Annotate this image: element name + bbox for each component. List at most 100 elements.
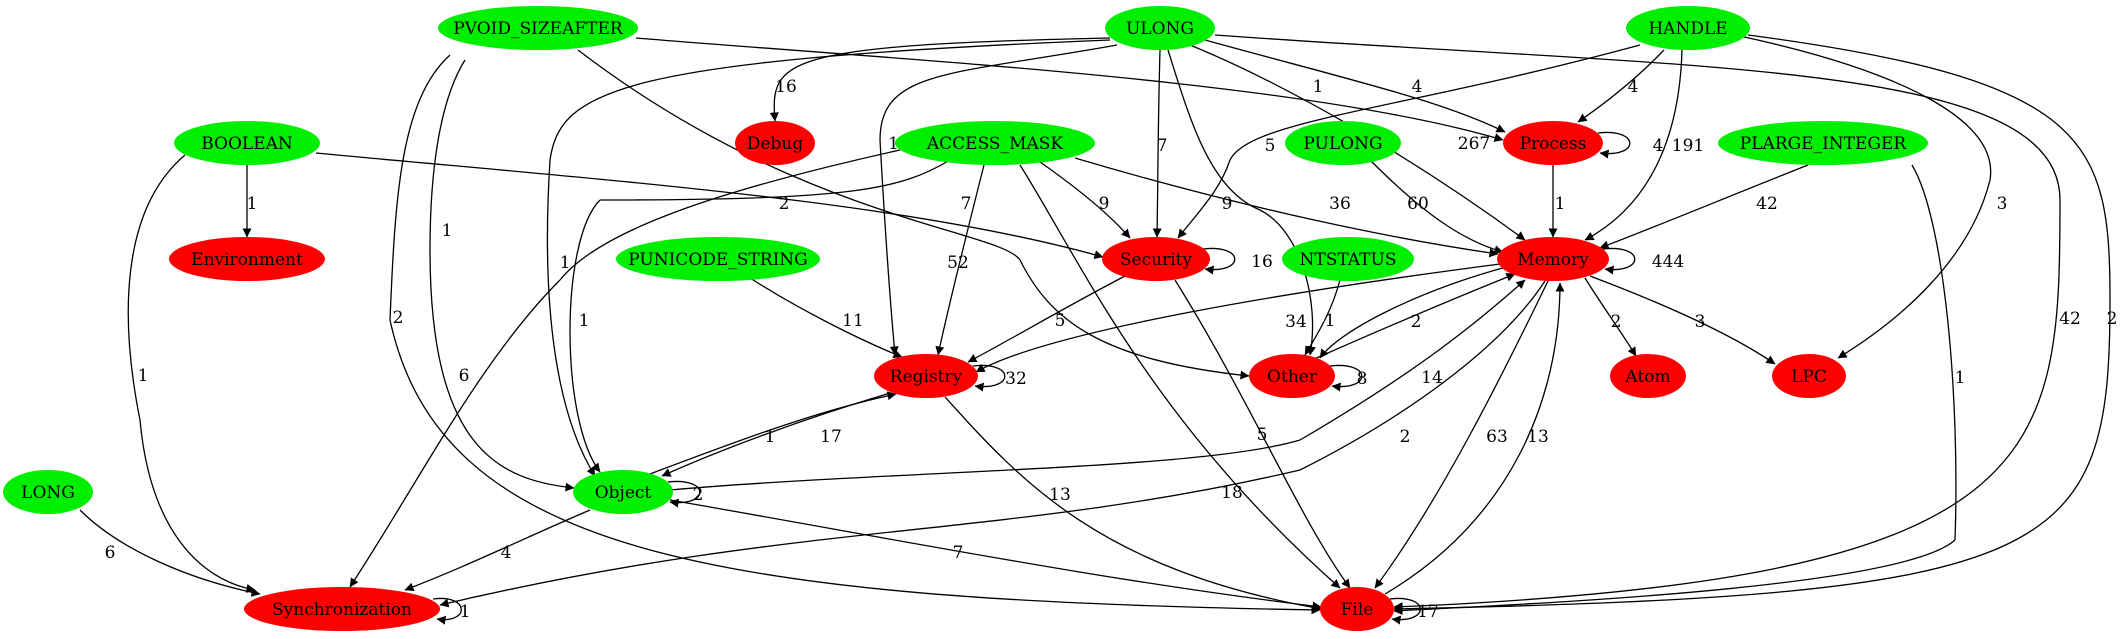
edge-weight-label: 52 — [947, 253, 969, 273]
edge-weight-label: 60 — [1407, 194, 1429, 214]
edge-weight-label: 4 — [1412, 77, 1423, 97]
edge-weight-label: 7 — [961, 194, 972, 214]
node-ellipse — [244, 587, 440, 631]
node-ntstatus: NTSTATUS — [1282, 237, 1414, 281]
edge-weight-label: 191 — [1672, 136, 1704, 156]
node-label: BOOLEAN — [201, 134, 293, 154]
edge-ulong-to-registry: 17 — [879, 44, 1118, 356]
node-ellipse — [1497, 237, 1609, 281]
node-ellipse — [169, 237, 325, 281]
node-ellipse — [1610, 354, 1686, 398]
node-access-mask: ACCESS_MASK — [895, 121, 1095, 165]
node-ellipse — [1102, 237, 1210, 281]
edges-layer: 1671714267942112745191324112193652161860… — [79, 34, 2118, 625]
edge-weight-label: 3 — [1997, 194, 2008, 214]
edge-access_mask-to-security: 9 — [1039, 161, 1131, 239]
node-ellipse — [616, 237, 820, 281]
node-ellipse — [1285, 121, 1401, 165]
edge-ulong-to-security: 7 — [1152, 49, 1167, 238]
node-security: Security — [1102, 237, 1210, 281]
edge-weight-label: 8 — [1357, 369, 1368, 389]
edge-weight-label: 5 — [1257, 425, 1268, 445]
edge-access_mask-to-synchronization: 6 — [349, 149, 901, 588]
edge-object-to-object: 2 — [667, 480, 703, 508]
edge-memory-to-file: 63 — [1374, 280, 1549, 589]
edge-handle-to-file: 2 — [1393, 34, 2118, 614]
edge-weight-label: 17 — [1417, 602, 1439, 622]
edge-weight-label: 1 — [138, 366, 149, 386]
node-ellipse — [895, 121, 1095, 165]
edge-security-to-file: 5 — [1174, 279, 1351, 589]
edge-pvoid_sizeafter-to-file: 2 — [389, 54, 1321, 615]
node-memory: Memory — [1497, 237, 1609, 281]
edge-weight-label: 1 — [1313, 77, 1324, 97]
node-ellipse — [438, 6, 638, 50]
edge-ulong-to-file: 42 — [1214, 34, 2081, 612]
edge-weight-label: 1 — [765, 427, 776, 447]
node-label: Synchronization — [272, 600, 412, 620]
node-ellipse — [573, 470, 673, 514]
edge-weight-label: 2 — [393, 308, 404, 328]
edge-punicode_string-to-registry: 11 — [749, 277, 903, 358]
node-label: PUNICODE_STRING — [628, 250, 808, 270]
edge-weight-label: 7 — [953, 543, 964, 563]
node-ellipse — [1320, 587, 1394, 631]
edge-plarge_integer-to-file: 1 — [1393, 164, 1966, 616]
edge-weight-label: 2 — [2107, 309, 2118, 329]
node-pvoid-sizeafter: PVOID_SIZEAFTER — [438, 6, 638, 50]
edge-object-to-memory: 14 — [669, 279, 1526, 491]
edge-weight-label: 42 — [1756, 194, 1778, 214]
edge-ulong-to-process: 4 — [1204, 39, 1506, 133]
node-process: Process — [1503, 121, 1603, 165]
edge-weight-label: 13 — [1527, 427, 1549, 447]
edge-boolean-to-synchronization: 1 — [127, 154, 256, 593]
node-label: Memory — [1517, 250, 1589, 270]
edge-memory-to-registry: 34 — [975, 263, 1501, 373]
edge-weight-label: 1 — [1955, 368, 1966, 388]
node-ulong: ULONG — [1105, 6, 1215, 50]
edge-pvoid_sizeafter-to-other: 7 — [577, 49, 1250, 380]
edge-weight-label: 18 — [1221, 483, 1243, 503]
edge-weight-label: 1 — [460, 602, 471, 622]
edge-long-to-synchronization: 6 — [79, 509, 261, 597]
edge-weight-label: 1 — [560, 253, 571, 273]
edge-boolean-to-security: 2 — [315, 152, 1104, 260]
edge-weight-label: 6 — [459, 366, 470, 386]
edge-synchronization-to-synchronization: 1 — [432, 597, 471, 625]
nodes-layer: PVOID_SIZEAFTER ULONG HANDLE BOOLEAN Debug AC… — [3, 6, 1928, 631]
node-label: File — [1341, 600, 1374, 620]
edge-registry-to-registry: 32 — [972, 364, 1027, 392]
edge-weight-label: 4 — [501, 543, 512, 563]
edge-weight-label: 5 — [1265, 136, 1276, 156]
edge-registry-to-object: 1 — [661, 392, 891, 477]
node-label: LPC — [1791, 367, 1827, 387]
node-label: Debug — [747, 134, 804, 154]
edge-weight-label: 1 — [442, 221, 453, 241]
node-ellipse — [1772, 354, 1846, 398]
node-atom: Atom — [1610, 354, 1686, 398]
node-other: Other — [1249, 354, 1335, 398]
node-synchronization: Synchronization — [244, 587, 440, 631]
node-ellipse — [174, 121, 320, 165]
edge-security-to-registry: 5 — [967, 275, 1126, 363]
edge-weight-label: 2 — [1400, 427, 1411, 447]
edge-weight-label: 6 — [105, 543, 116, 563]
edge-file-to-memory: 13 — [1384, 282, 1565, 595]
edge-handle-to-security: 5 — [1177, 44, 1641, 239]
node-plarge-integer: PLARGE_INTEGER — [1718, 121, 1928, 165]
node-object: Object — [573, 470, 673, 514]
edge-object-to-registry: 17 — [649, 391, 897, 475]
node-label: PULONG — [1303, 134, 1382, 154]
node-ellipse — [3, 470, 93, 514]
node-label: Object — [595, 483, 652, 503]
node-label: Atom — [1624, 367, 1670, 387]
node-label: PVOID_SIZEAFTER — [453, 19, 624, 39]
edge-access_mask-to-memory: 36 — [1074, 157, 1499, 258]
node-label: ACCESS_MASK — [926, 134, 1064, 154]
node-handle: HANDLE — [1626, 6, 1750, 50]
node-environment: Environment — [169, 237, 325, 281]
node-file: File — [1320, 587, 1394, 631]
edge-weight-label: 3 — [1695, 312, 1706, 332]
edge-file-to-file: 17 — [1389, 597, 1439, 625]
